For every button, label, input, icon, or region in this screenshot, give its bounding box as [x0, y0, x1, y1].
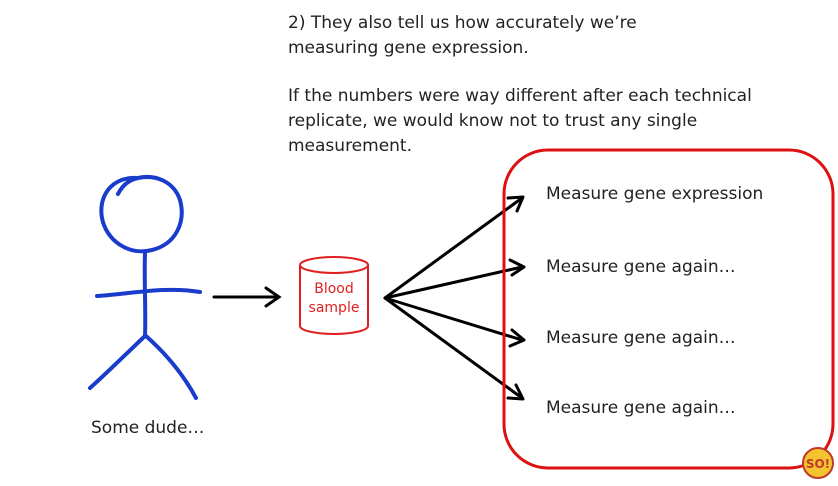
stick-figure [88, 175, 202, 400]
measure-step-3: Measure gene again… [546, 328, 736, 348]
measure-step-2: Measure gene again… [546, 257, 736, 277]
arrow-to-step-1 [383, 195, 525, 300]
measure-step-4: Measure gene again… [546, 398, 736, 418]
arrow-to-step-4 [383, 296, 525, 401]
slide-paragraph-2: If the numbers were way different after … [288, 86, 752, 156]
blood-sample-label: Blood sample [308, 281, 360, 316]
stick-figure-left-leg [88, 334, 147, 390]
person-caption: Some dude… [91, 418, 205, 438]
blood-sample-tube [299, 256, 369, 335]
slide-paragraph-1: 2) They also tell us how accurately we’r… [288, 13, 637, 58]
measurements-box [502, 148, 835, 470]
measure-step-1: Measure gene expression [546, 184, 764, 204]
stick-figure-right-leg [144, 334, 198, 400]
arrow-to-step-3 [383, 296, 526, 348]
arrow-person-to-sample [212, 286, 282, 308]
channel-logo: SO! [802, 447, 834, 479]
stick-figure-body [142, 251, 148, 338]
channel-logo-text: SO! [806, 457, 830, 471]
fan-out-arrows [383, 195, 526, 401]
arrow-to-step-2 [383, 258, 526, 300]
stick-figure-arms [95, 287, 202, 298]
stick-figure-head [99, 175, 184, 254]
